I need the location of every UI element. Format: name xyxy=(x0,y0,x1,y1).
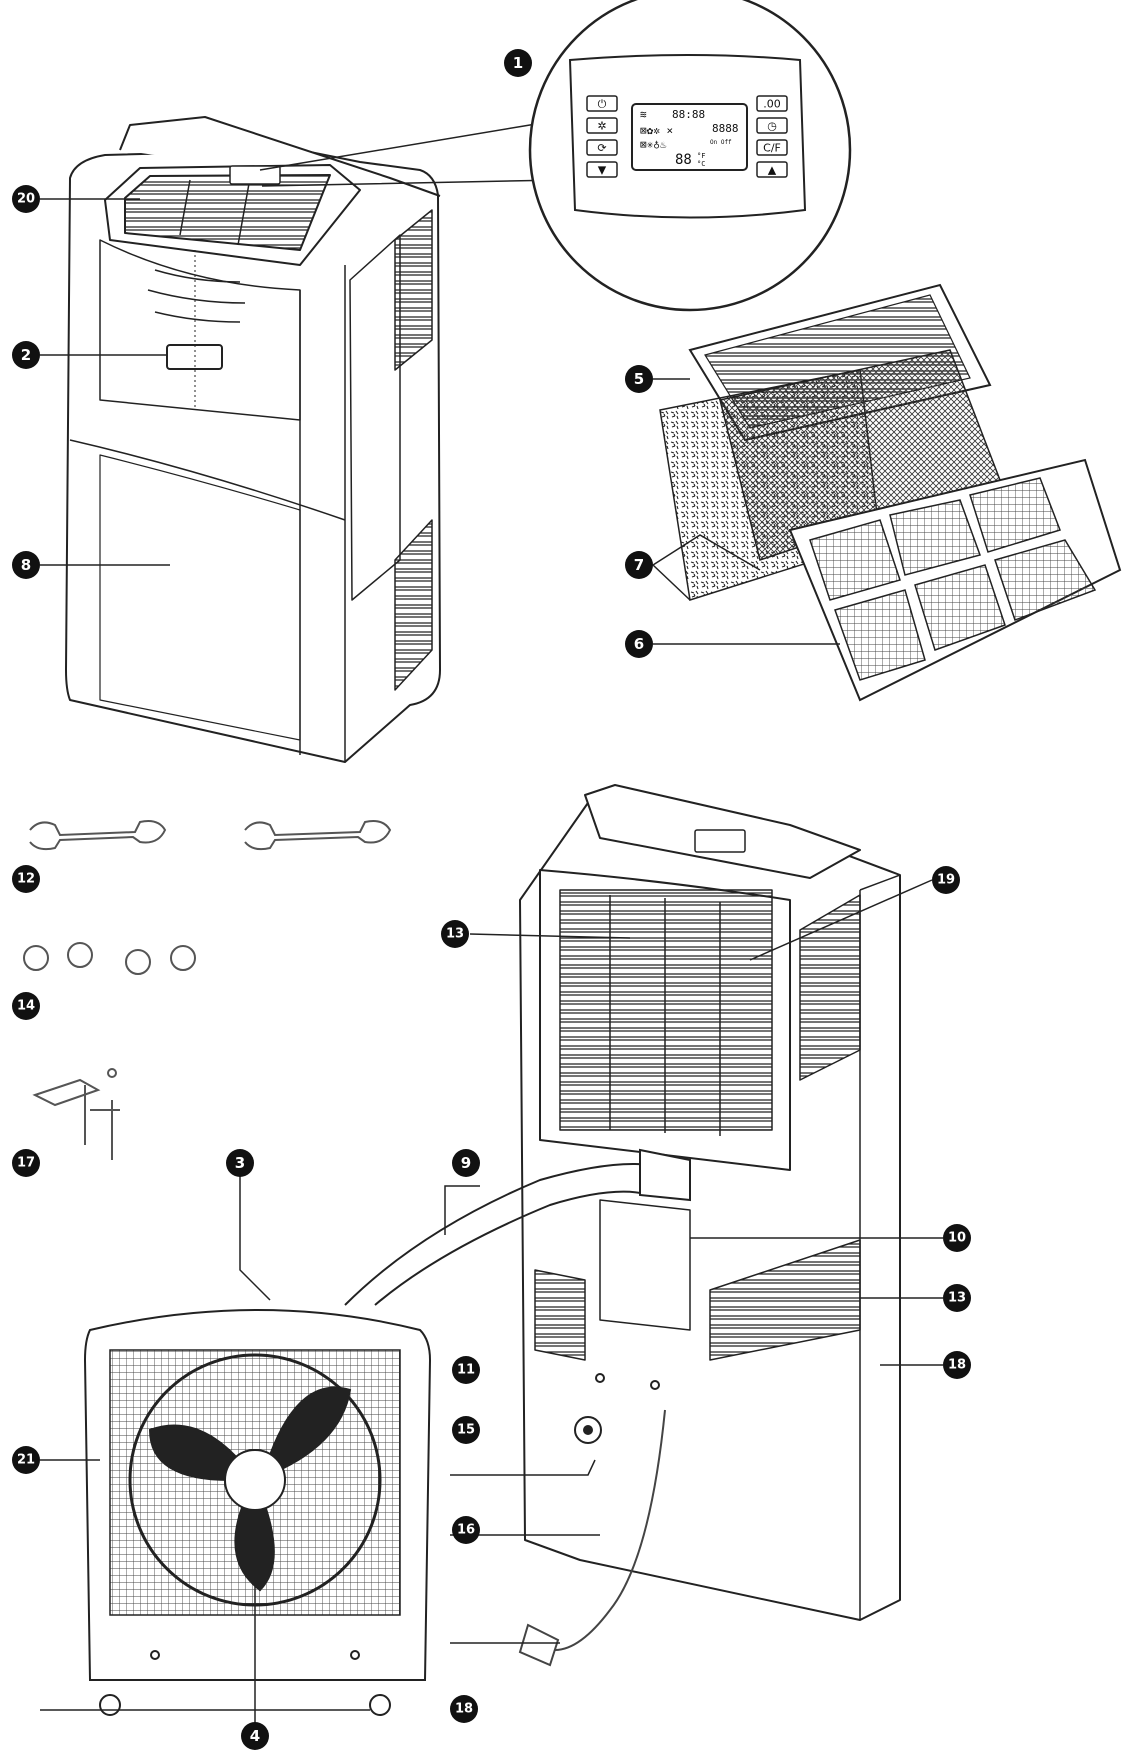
svg-text:20: 20 xyxy=(17,192,35,207)
lcd-time: 88:88 xyxy=(672,108,705,121)
power-icon: ⏻ xyxy=(598,98,607,111)
svg-text:16: 16 xyxy=(457,1523,475,1538)
wrenches xyxy=(29,820,392,851)
callout-11: 11 xyxy=(452,1356,480,1384)
svg-text:18: 18 xyxy=(455,1702,473,1717)
lcd-unit-f: °F xyxy=(697,152,705,160)
svg-text:14: 14 xyxy=(17,999,35,1014)
lcd-on-off: On Off xyxy=(710,139,732,146)
svg-text:12: 12 xyxy=(17,872,35,887)
callout-20: 20 xyxy=(12,185,40,213)
svg-text:11: 11 xyxy=(457,1363,475,1378)
cf-label: C/F xyxy=(763,142,781,155)
zoom-leader-lines xyxy=(259,119,561,187)
svg-text:9: 9 xyxy=(461,1154,471,1172)
callout-7: 7 xyxy=(625,551,653,579)
svg-text:21: 21 xyxy=(17,1453,35,1468)
callout-12: 12 xyxy=(12,865,40,893)
svg-text:3: 3 xyxy=(235,1154,245,1172)
callouts: 1 20 2 5 8 7 6 12 13 19 14 17 3 9 10 13 … xyxy=(12,49,971,1750)
hose-clamps xyxy=(23,942,196,975)
svg-text:5: 5 xyxy=(634,370,644,388)
up-button[interactable] xyxy=(756,161,788,178)
callout-3: 3 xyxy=(226,1149,254,1177)
callout-13-top: 13 xyxy=(441,920,469,948)
power-cord xyxy=(518,1409,666,1667)
svg-text:18: 18 xyxy=(948,1358,966,1373)
lcd-temperature: 88 xyxy=(675,152,692,168)
outdoor-fan-unit xyxy=(83,1309,432,1716)
callout-18-bottom: 18 xyxy=(450,1695,478,1723)
filter-assembly xyxy=(659,283,1122,702)
svg-text:8: 8 xyxy=(21,556,31,574)
clock-button[interactable] xyxy=(756,117,788,134)
callout-5: 5 xyxy=(625,365,653,393)
callout-15: 15 xyxy=(452,1416,480,1444)
svg-text:6: 6 xyxy=(634,635,644,653)
svg-text:13: 13 xyxy=(948,1291,966,1306)
callout-8: 8 xyxy=(12,551,40,579)
svg-text:17: 17 xyxy=(17,1156,35,1171)
callout-1: 1 xyxy=(504,49,532,77)
control-panel-zoom: ≋ 88:88 ⊠✿✲ × ⊠✳♁♨ 8888 On Off 88 °F °C … xyxy=(528,0,852,312)
wifi-icon: ≋ xyxy=(640,108,647,121)
front-unit xyxy=(65,116,441,763)
callout-17: 17 xyxy=(12,1149,40,1177)
fan-speed-button[interactable] xyxy=(586,117,618,134)
unit-cf-button[interactable] xyxy=(756,139,788,156)
mode-icons: ⊠✿✲ × xyxy=(640,124,673,137)
callout-14: 14 xyxy=(12,992,40,1020)
callout-18-right: 18 xyxy=(943,1351,971,1379)
mounting-bracket xyxy=(32,1068,120,1160)
callout-4: 4 xyxy=(241,1722,269,1750)
svg-text:10: 10 xyxy=(948,1231,966,1246)
sleep-button[interactable] xyxy=(756,95,788,112)
leader-lines xyxy=(40,198,943,1730)
svg-text:15: 15 xyxy=(457,1423,475,1438)
mode-icons-row2: ⊠✳♁♨ xyxy=(640,138,667,151)
svg-text:7: 7 xyxy=(634,556,644,574)
exhaust-hose xyxy=(344,1148,691,1306)
svg-text:4: 4 xyxy=(250,1727,260,1745)
svg-text:13: 13 xyxy=(446,927,464,942)
callout-21: 21 xyxy=(12,1446,40,1474)
callout-6: 6 xyxy=(625,630,653,658)
lcd-timer: 8888 xyxy=(712,122,739,135)
swing-icon: ⟳ xyxy=(597,142,606,155)
up-arrow-label: ▲ xyxy=(768,164,777,177)
sleep-label: .00 xyxy=(763,98,781,111)
callout-9: 9 xyxy=(452,1149,480,1177)
fan-icon: ✲ xyxy=(597,120,606,133)
svg-text:1: 1 xyxy=(513,54,523,72)
callout-16: 16 xyxy=(452,1516,480,1544)
svg-text:2: 2 xyxy=(21,346,31,364)
lcd-unit-c: °C xyxy=(697,160,705,168)
drain-plug xyxy=(574,1416,602,1444)
callout-2: 2 xyxy=(12,341,40,369)
callout-19: 19 xyxy=(932,866,960,894)
clock-icon: ◷ xyxy=(767,120,777,133)
lcd-display: ≋ 88:88 ⊠✿✲ × ⊠✳♁♨ 8888 On Off 88 °F °C xyxy=(631,103,748,171)
timer-button[interactable] xyxy=(586,95,618,112)
down-arrow-label: ▼ xyxy=(598,164,607,177)
svg-text:19: 19 xyxy=(937,873,955,888)
callout-10: 10 xyxy=(943,1224,971,1252)
callout-13-bottom: 13 xyxy=(943,1284,971,1312)
swing-button[interactable] xyxy=(586,139,618,156)
down-button[interactable] xyxy=(586,161,618,178)
back-unit xyxy=(519,784,901,1621)
